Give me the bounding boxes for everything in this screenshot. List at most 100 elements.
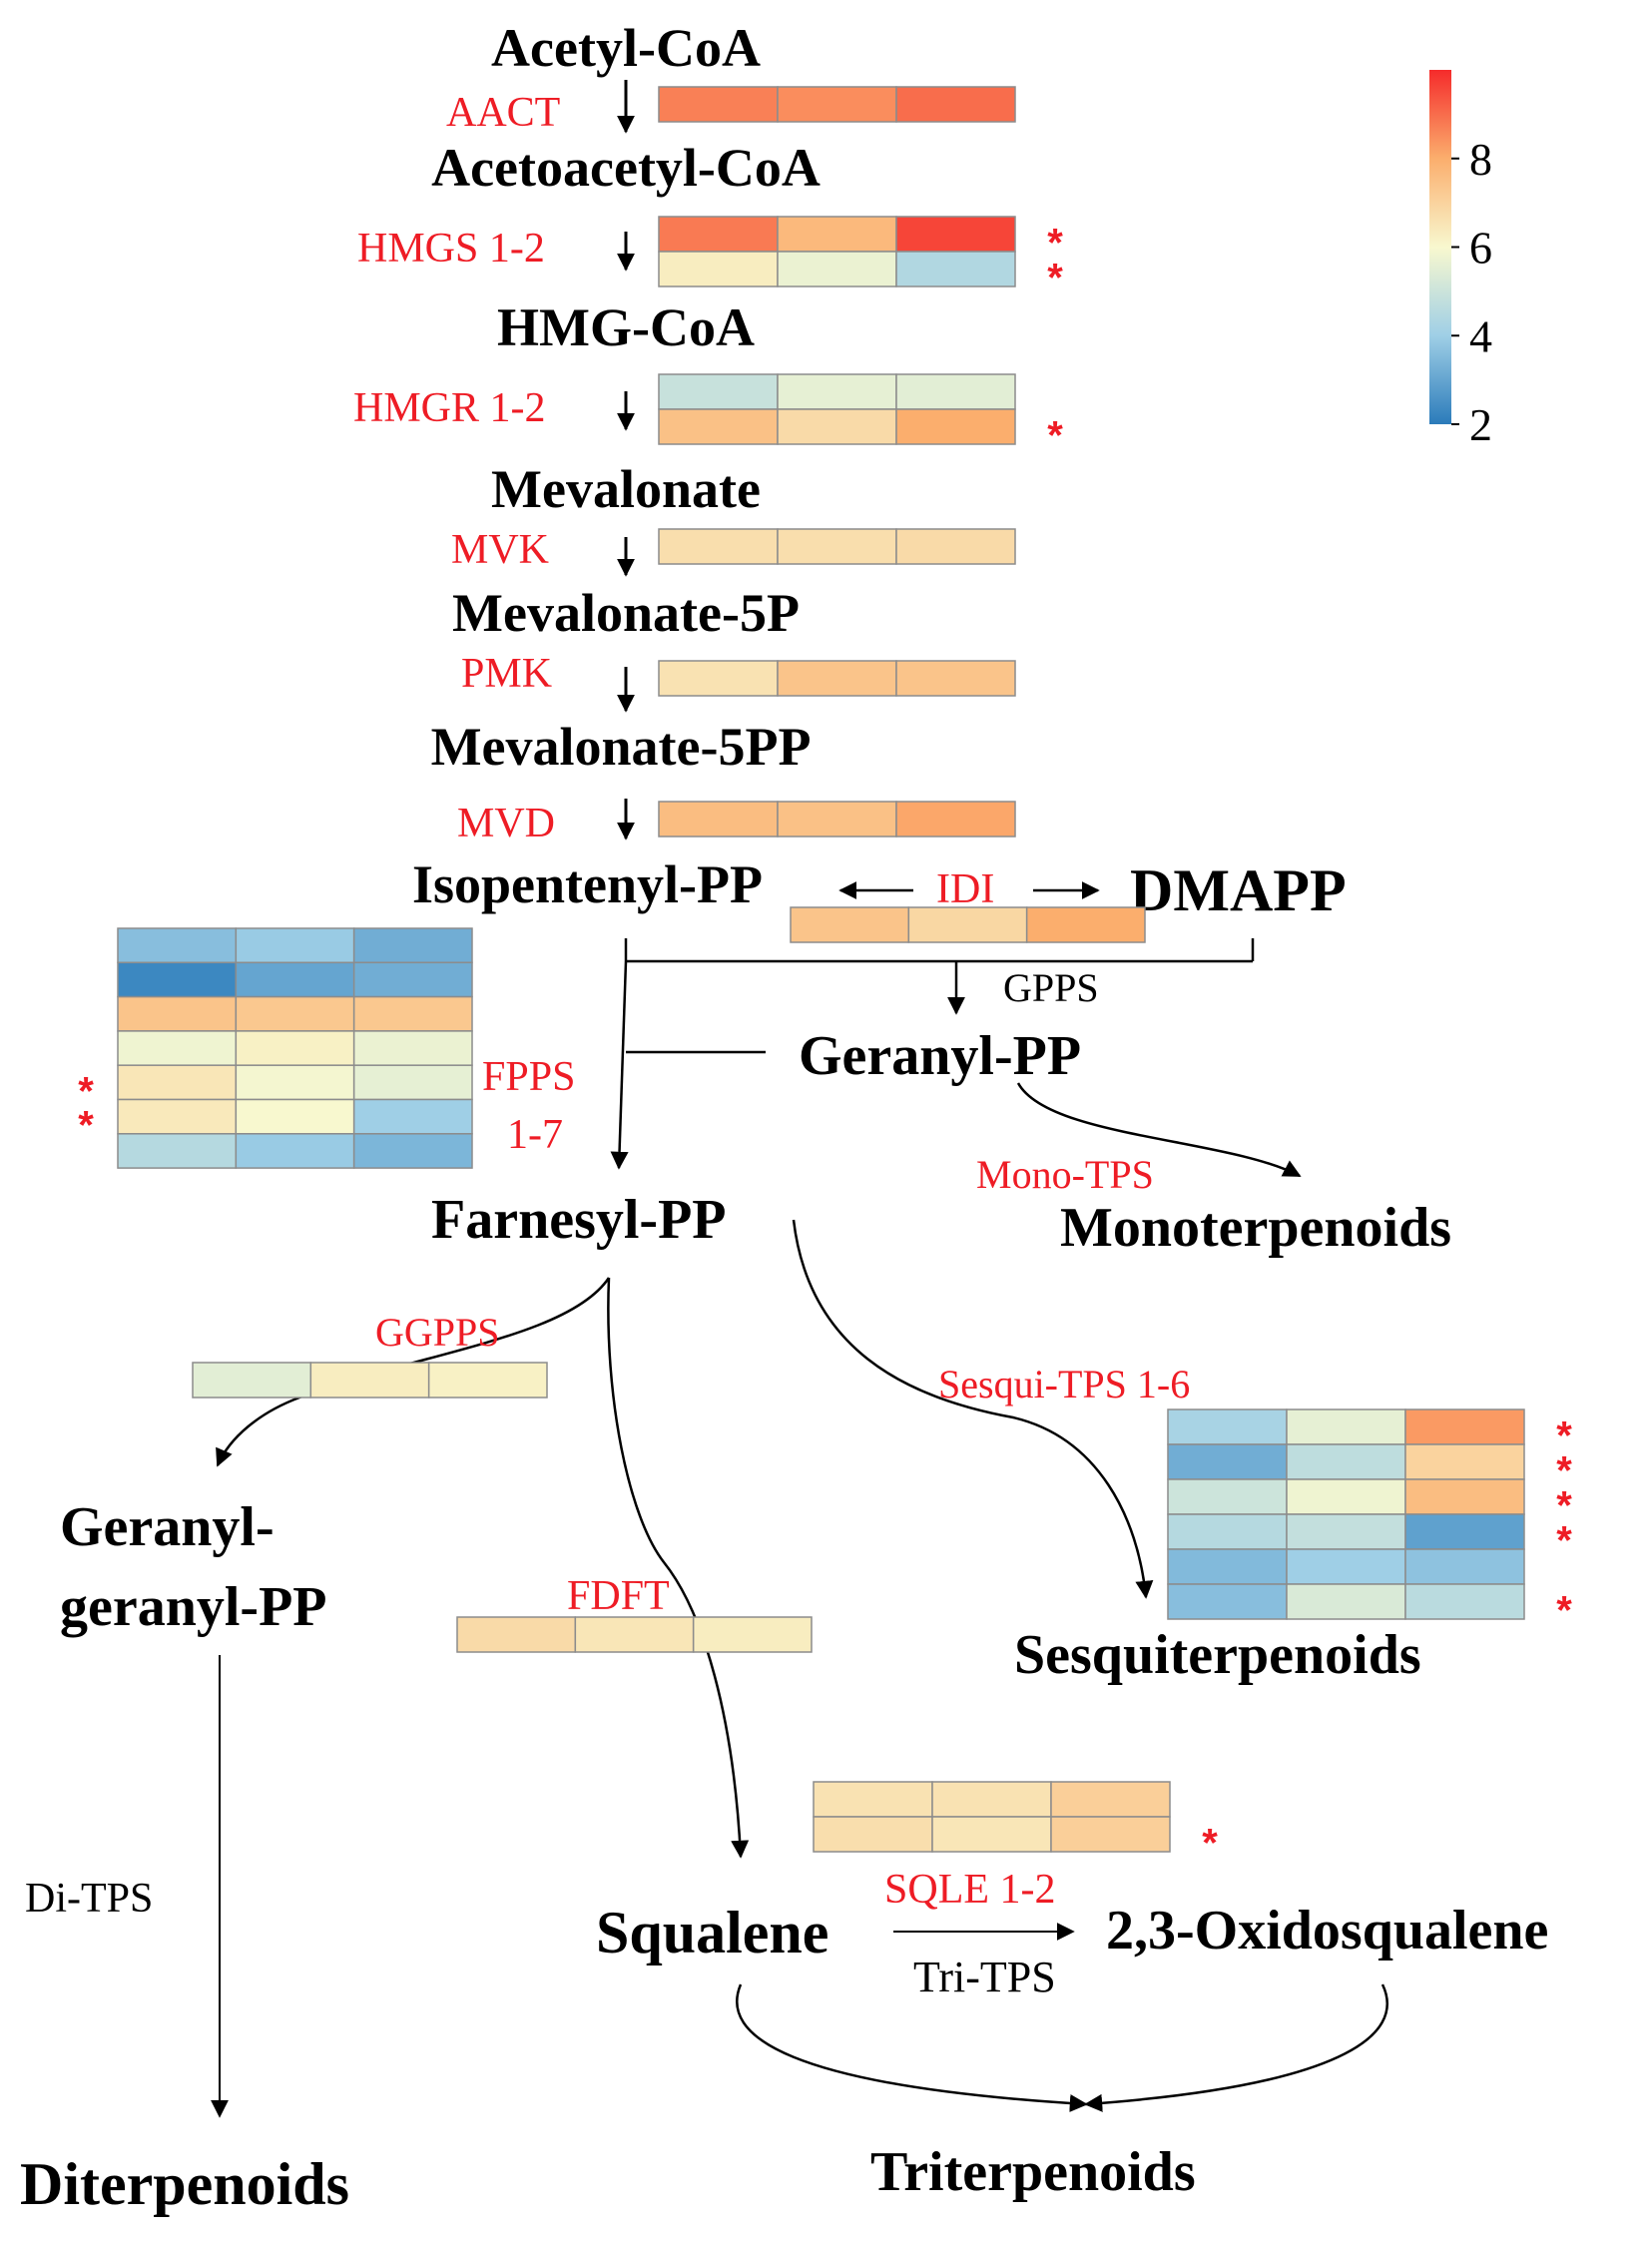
color-scale-bar (1429, 70, 1451, 424)
heatmap-cell (1167, 1408, 1288, 1445)
heatmap-cell (658, 373, 779, 410)
heatmap-cell (931, 1781, 1052, 1818)
heatmap-cell (117, 927, 238, 964)
heatmap-cell (692, 1616, 813, 1653)
color-scale-tick-label: 2 (1469, 399, 1492, 450)
metabolite-geranylgeranyl-pp-line2: geranyl-PP (60, 1576, 326, 1638)
heatmap-cell (352, 1030, 473, 1066)
heatmap-cell (1404, 1583, 1525, 1620)
heatmap-cell (1167, 1443, 1288, 1480)
heatmap-cell (658, 216, 779, 253)
significance-star: * (1047, 257, 1063, 300)
metabolite-acetyl-coa: Acetyl-CoA (491, 18, 761, 78)
heatmap-cell (117, 1098, 238, 1135)
enzyme-mvk: MVK (451, 527, 549, 573)
heatmap-cell (907, 906, 1028, 943)
enzyme-hmgs: HMGS 1-2 (357, 226, 545, 272)
enzyme-fdft: FDFT (567, 1573, 670, 1619)
heatmap-cell (895, 251, 1016, 287)
enzyme-fpps-line2: 1-7 (507, 1112, 563, 1158)
metabolite-dmapp: DMAPP (1130, 857, 1347, 923)
heatmap-ggpps (192, 1362, 548, 1399)
enzyme-mono-tps: Mono-TPS (976, 1152, 1154, 1197)
heatmap-sesqui-tps: ***** (1167, 1408, 1572, 1633)
heatmap-aact (658, 86, 1016, 123)
heatmap-cell (352, 1133, 473, 1169)
heatmap-cell (235, 1064, 355, 1101)
heatmap-cell (895, 216, 1016, 253)
enzyme-idi: IDI (936, 866, 994, 912)
heatmap-cell (1404, 1513, 1525, 1550)
heatmap-cell (1404, 1478, 1525, 1515)
heatmap-cell (895, 528, 1016, 565)
color-scale-tick-label: 4 (1469, 310, 1492, 361)
metabolite-farnesyl-pp: Farnesyl-PP (431, 1189, 726, 1251)
heatmap-cell (117, 1064, 238, 1101)
arrow-fdft (607, 1277, 750, 1859)
enzyme-hmgr: HMGR 1-2 (353, 385, 546, 431)
heatmap-hmgs: ** (658, 216, 1063, 300)
significance-star: * (78, 1069, 94, 1113)
heatmap-cell (1286, 1513, 1406, 1550)
enzyme-pmk: PMK (461, 651, 552, 697)
metabolite-geranylgeranyl-pp-line1: Geranyl- (60, 1496, 275, 1558)
heatmap-cell (658, 251, 779, 287)
heatmap-cell (658, 660, 779, 697)
significance-star: * (1047, 222, 1063, 266)
metabolite-oxidosqualene: 2,3-Oxidosqualene (1106, 1900, 1548, 1962)
metabolite-labels: Acetyl-CoA Acetoacetyl-CoA HMG-CoA Meval… (20, 18, 1548, 2217)
heatmap-cell (777, 251, 897, 287)
heatmap-cell (658, 86, 779, 123)
heatmap-cell (192, 1362, 312, 1399)
heatmap-cell (658, 801, 779, 838)
enzyme-aact: AACT (446, 90, 560, 136)
heatmap-cell (1404, 1548, 1525, 1585)
arrow-sesqui-tps (792, 1219, 1154, 1599)
gpps-fpps-connectors (610, 938, 1255, 1170)
significance-star: * (1556, 1449, 1572, 1493)
significance-star: * (1556, 1589, 1572, 1633)
heatmap-cell (895, 801, 1016, 838)
heatmap-cell (235, 1030, 355, 1066)
heatmap-pmk (658, 660, 1016, 697)
heatmap-cell (1286, 1548, 1406, 1585)
heatmap-cell (456, 1616, 577, 1653)
heatmap-cell (813, 1816, 933, 1853)
heatmap-cell (895, 660, 1016, 697)
heatmap-cell (117, 995, 238, 1032)
metabolite-isopentenyl-pp: Isopentenyl-PP (412, 854, 763, 914)
significance-star: * (1047, 414, 1063, 458)
heatmap-cell (1050, 1781, 1171, 1818)
heatmap-cell (1286, 1478, 1406, 1515)
heatmap-cell (1286, 1443, 1406, 1480)
heatmap-cell (235, 961, 355, 998)
heatmap-hmgr: * (658, 373, 1063, 458)
heatmap-cell (235, 1098, 355, 1135)
heatmap-cell (1286, 1408, 1406, 1445)
heatmap-cell (1404, 1408, 1525, 1445)
heatmap-cell (1167, 1548, 1288, 1585)
heatmap-cell (352, 1098, 473, 1135)
heatmap-cell (1167, 1583, 1288, 1620)
enzyme-labels: AACT HMGS 1-2 HMGR 1-2 MVK PMK MVD IDI F… (353, 90, 1190, 1913)
heatmap-cell (1286, 1583, 1406, 1620)
metabolite-sesquiterpenoids: Sesquiterpenoids (1014, 1624, 1421, 1686)
heatmap-cell (777, 528, 897, 565)
significance-star: * (1556, 1484, 1572, 1528)
enzyme-tri-tps: Tri-TPS (913, 1953, 1056, 2001)
enzyme-sqle: SQLE 1-2 (884, 1867, 1056, 1913)
metabolite-monoterpenoids: Monoterpenoids (1060, 1197, 1451, 1259)
heatmap-cell (790, 906, 910, 943)
heatmap-cell (1404, 1443, 1525, 1480)
arrow-fpps (610, 960, 629, 1170)
heatmap-mvd (658, 801, 1016, 838)
heatmap-cell (352, 995, 473, 1032)
enzyme-gpps: GPPS (1003, 965, 1099, 1010)
heatmap-cell (931, 1816, 1052, 1853)
heatmap-cell (117, 1030, 238, 1066)
metabolite-geranyl-pp: Geranyl-PP (799, 1025, 1081, 1087)
heatmap-cell (1025, 906, 1146, 943)
metabolite-triterpenoids: Triterpenoids (870, 2141, 1196, 2203)
heatmap-cell (813, 1781, 933, 1818)
